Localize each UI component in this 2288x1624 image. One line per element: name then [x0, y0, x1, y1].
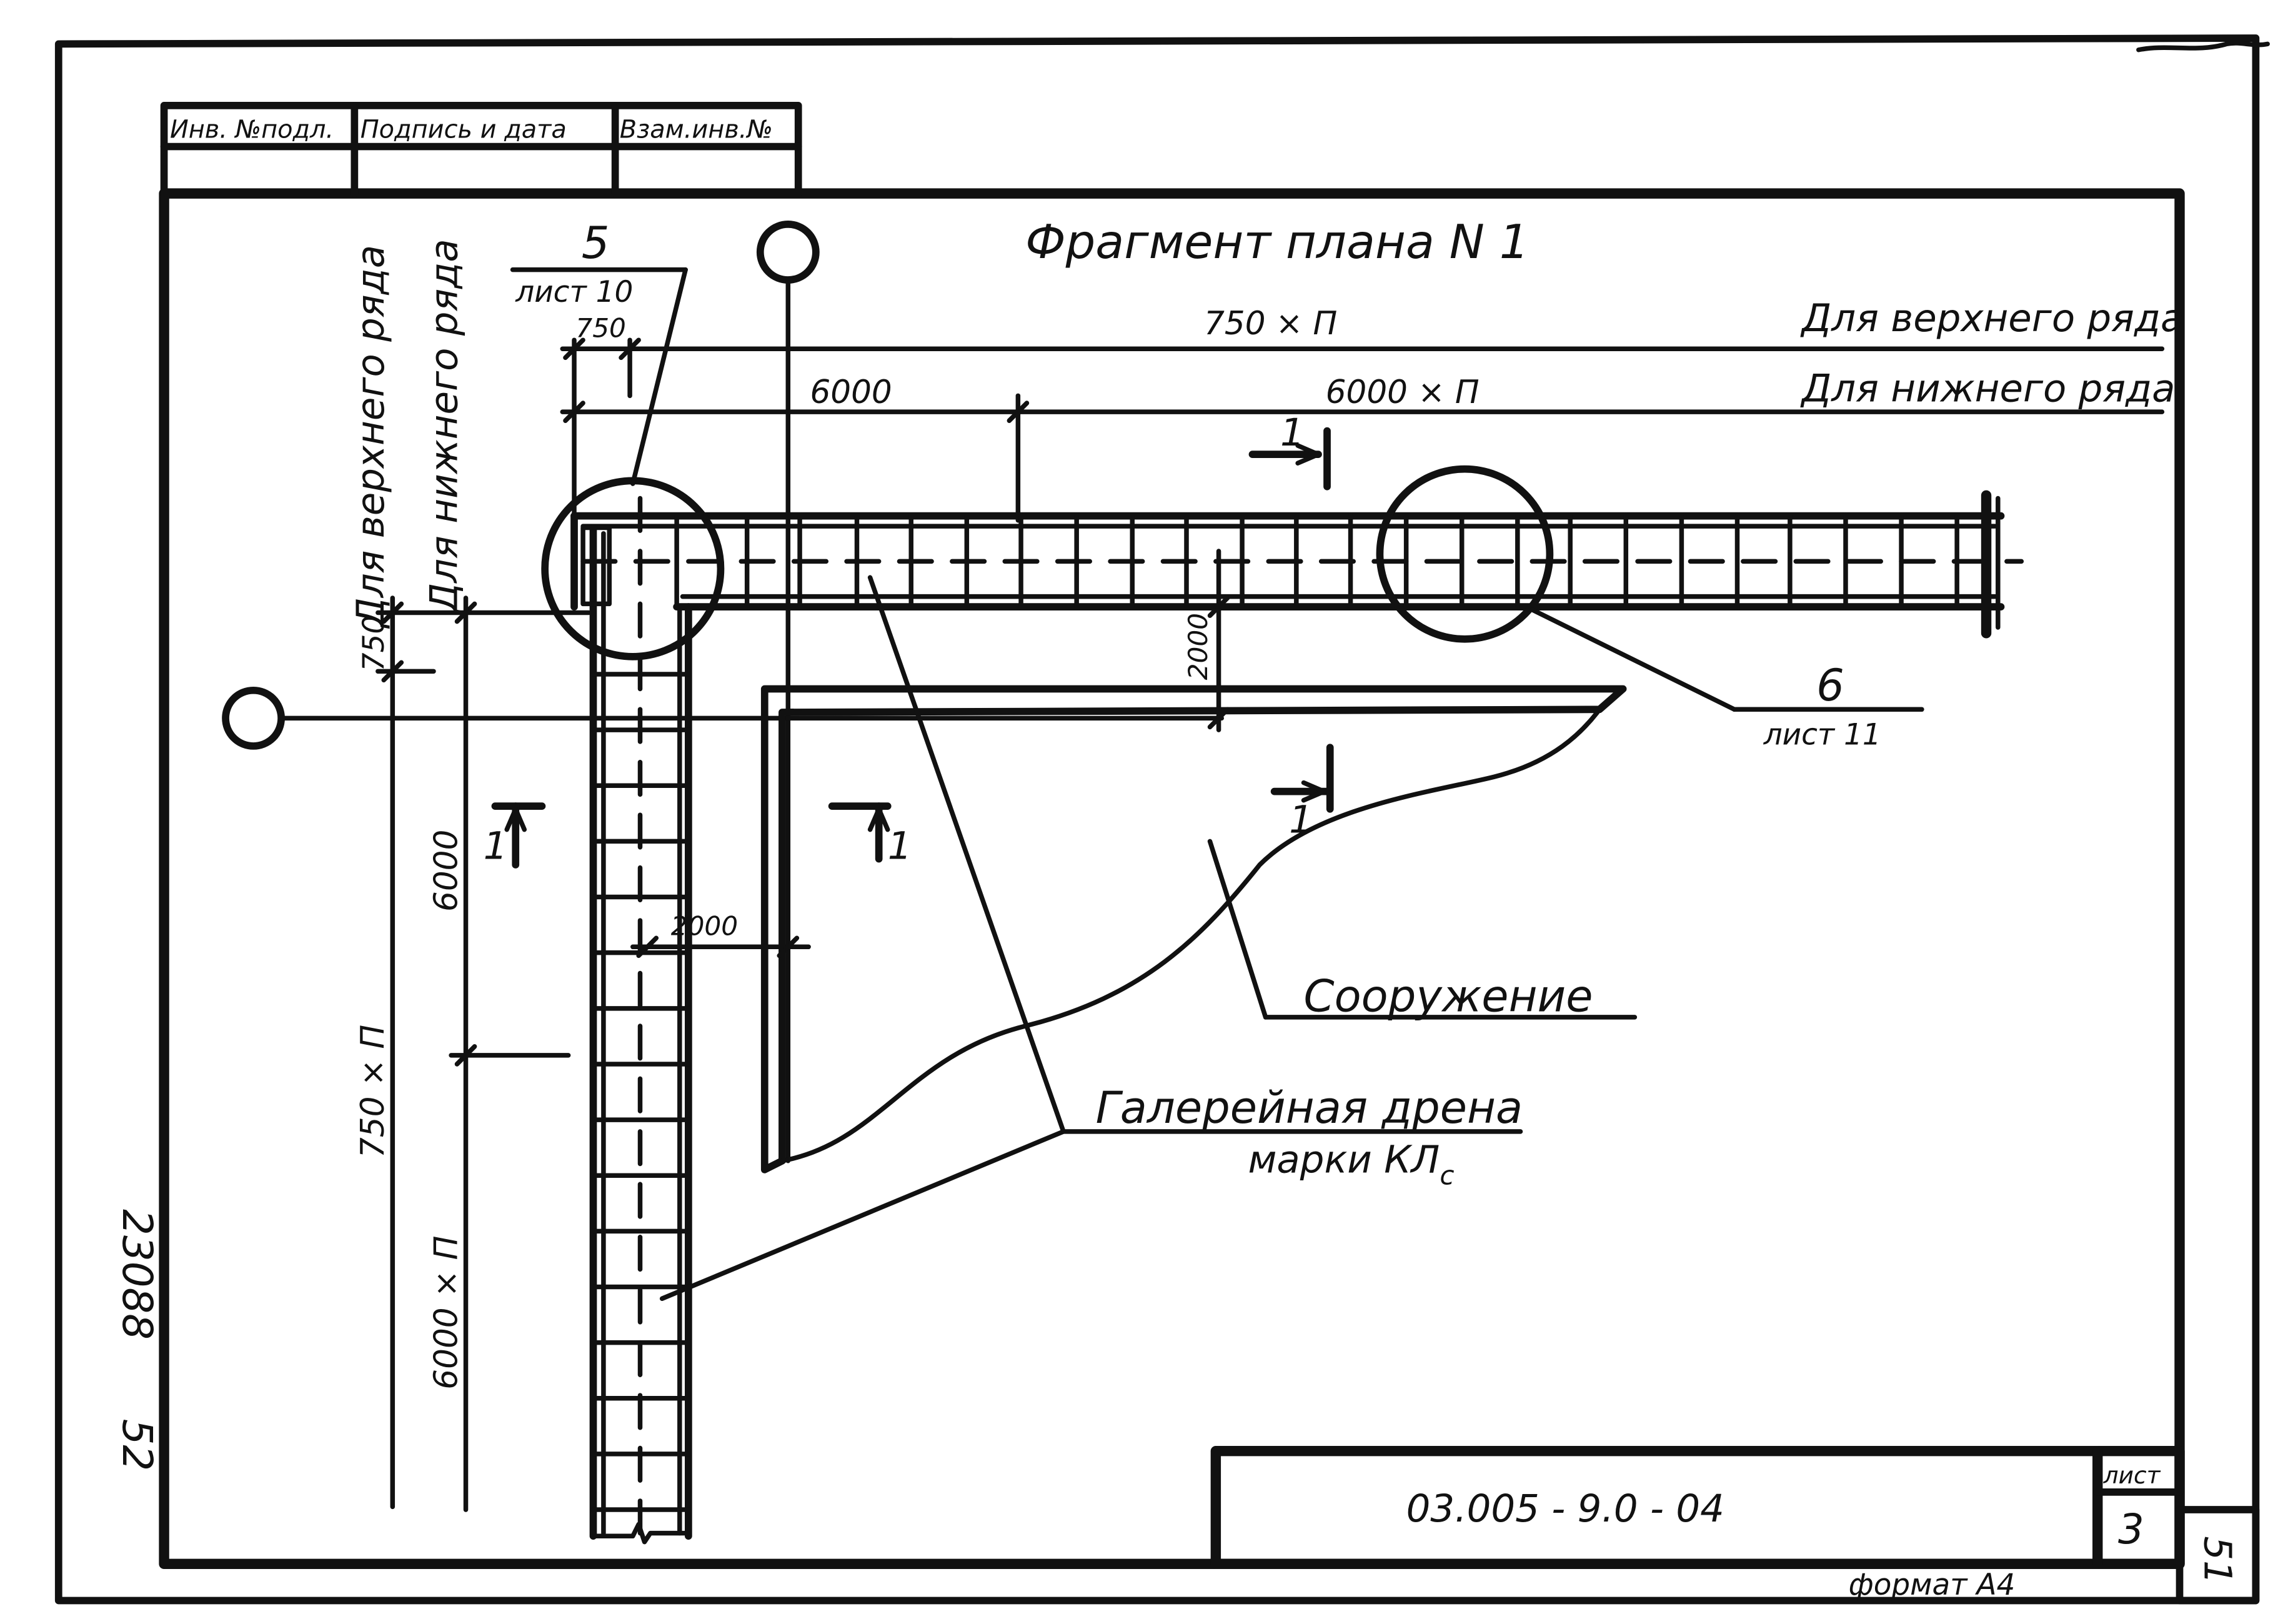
gallery-drain-mark: марки КЛс — [1248, 1138, 1454, 1191]
section-label-top: 1 — [1280, 411, 1305, 455]
format-label: формат А4 — [1849, 1568, 2016, 1602]
callout-5-sheet: лист 10 — [515, 275, 633, 309]
axis-bubble-top — [756, 221, 820, 284]
gallery-drain-mark-text: марки КЛ — [1248, 1138, 1440, 1182]
structure-outline — [760, 685, 1627, 1173]
label-upper-row: Для верхнего ряда — [1800, 296, 2184, 341]
section-label-bottom: 1 — [1289, 797, 1313, 842]
callout-6: 6 лист 11 — [1529, 607, 1924, 752]
callout-6-sheet: лист 11 — [1763, 718, 1881, 752]
dim-750xn-vertical: 750 × П — [354, 1025, 392, 1158]
horizontal-drain — [570, 490, 2024, 639]
stamp-vzam-inv: Взам.инв.№ — [620, 115, 773, 144]
section-label-left-a: 1 — [484, 824, 508, 869]
drawing-title: Фрагмент плана N 1 — [1025, 214, 1529, 269]
gallery-drain-mark-subscript: с — [1440, 1160, 1454, 1190]
gallery-drain-leaders — [659, 575, 1523, 1302]
title-block: 03.005 - 9.0 - 04 лист 3 формат А4 — [1210, 1446, 2185, 1602]
dim-750xn: 750 × П — [1204, 305, 1337, 342]
stamp-inv-podl: Инв. №подл. — [170, 115, 334, 144]
vertical-drain — [589, 496, 692, 1545]
vertical-drain-cross-ties — [590, 672, 691, 1512]
dim-2000-top-lines — [1207, 549, 1230, 732]
dim-6000: 6000 — [810, 374, 892, 411]
doc-code: 03.005 - 9.0 - 04 — [1406, 1487, 1724, 1531]
stamp-podpis-data: Подпись и дата — [361, 115, 567, 144]
dimension-lines-left — [376, 595, 592, 1512]
page-number-left: 52 — [113, 1419, 161, 1472]
stamp-table: Инв. №подл. Подпись и дата Взам.инв.№ — [160, 102, 802, 197]
axis-bubble-left — [222, 686, 285, 750]
gallery-drain-label: Галерейная дрена — [1096, 1082, 1523, 1133]
label-lower-row: Для нижнего ряда — [1800, 367, 2176, 411]
drawing-frame — [159, 188, 2185, 1570]
horizontal-drain-cross-ties — [744, 513, 1959, 609]
dim-6000xn-vertical: 6000 × П — [427, 1236, 465, 1390]
dim-6000-vertical: 6000 — [427, 830, 465, 912]
archive-number: 23088 — [113, 1209, 161, 1340]
callout-6-number: 6 — [1816, 660, 1844, 711]
detail-circle-6 — [1376, 465, 1554, 643]
section-mark-left-a: 1 — [484, 802, 546, 869]
section-mark-top: 1 — [1248, 411, 1331, 491]
dim-750: 750 — [575, 312, 626, 343]
section-mark-left-b: 1 — [828, 802, 912, 869]
dimension-lines-top — [560, 337, 2165, 523]
callout-5-number: 5 — [582, 217, 610, 269]
sheet-label: лист — [2103, 1462, 2161, 1489]
dim-2000-left-lines — [630, 935, 811, 959]
page-number-box: 51 — [2176, 1506, 2260, 1605]
dim-6000xn: 6000 × П — [1326, 374, 1480, 411]
section-mark-bottom: 1 — [1270, 744, 1334, 842]
vertical-label-lower-row: Для нижнего ряда — [422, 239, 466, 614]
section-label-left-b: 1 — [888, 824, 912, 869]
corner-junction — [570, 512, 679, 610]
dim-2000-top: 2000 — [1183, 613, 1213, 680]
sheet-number: 3 — [2118, 1506, 2144, 1553]
page-number-right: 51 — [2195, 1536, 2239, 1585]
callout-5: 5 лист 10 — [510, 217, 688, 486]
dim-2000-left: 2000 — [671, 911, 738, 942]
corner-mark — [2136, 41, 2270, 52]
vertical-label-upper-row: Для верхнего ряда — [349, 245, 393, 629]
dim-750-vertical: 750 — [357, 615, 391, 672]
structure-label: Сооружение — [1304, 970, 1593, 1022]
structure-leader — [1207, 839, 1638, 1020]
